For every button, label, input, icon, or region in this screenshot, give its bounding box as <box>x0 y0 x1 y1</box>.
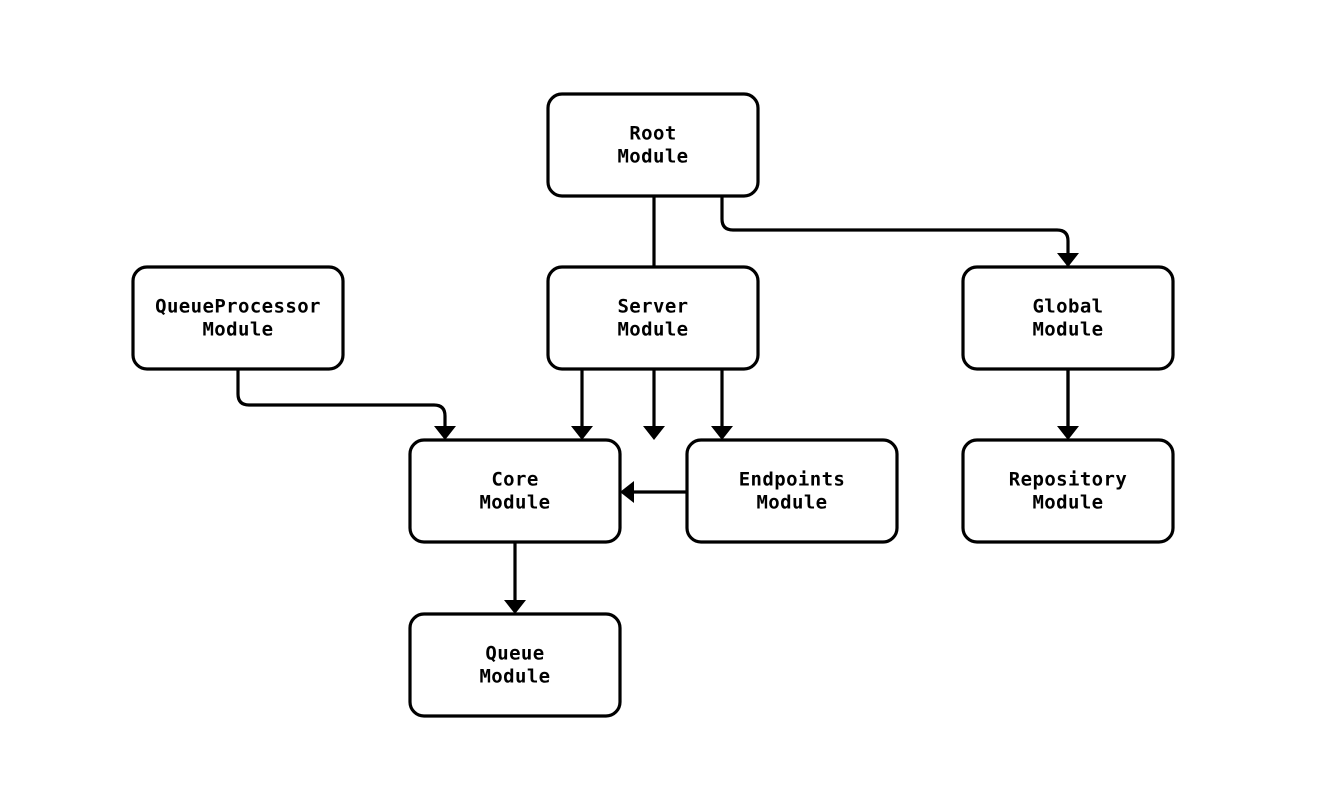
arrowhead-global-to-repository <box>1057 426 1079 440</box>
arrowhead-queueprocessor-to-core <box>434 426 456 440</box>
edge-root-to-global <box>720 196 1070 430</box>
repository-module-node-label-line2: Module <box>1032 492 1103 514</box>
arrowhead-root-to-server <box>643 426 665 440</box>
queue-module-node-label-line2: Module <box>479 666 550 688</box>
endpoints-module-node-label-line2: Module <box>756 492 827 514</box>
root-module-node-label-line1: Root <box>629 123 676 145</box>
arrowhead-server-to-core <box>571 426 593 440</box>
edges-layer <box>236 196 1070 604</box>
core-module-node-box <box>408 438 622 544</box>
core-module-node-label-line2: Module <box>479 492 550 514</box>
edge-queueprocessor-to-core <box>236 369 447 430</box>
arrowheads-layer <box>434 253 1079 614</box>
server-module-node-label-line2: Module <box>617 319 688 341</box>
global-module-node-box <box>961 265 1175 371</box>
queueprocessor-module-node-label-line1: QueueProcessor <box>155 296 321 318</box>
arrowhead-endpoints-to-core <box>620 481 634 503</box>
repository-module-node-label-line1: Repository <box>1009 469 1127 491</box>
root-module-node-box <box>546 92 760 198</box>
repository-module-node-box <box>961 438 1175 544</box>
server-module-node-box <box>546 265 760 371</box>
nodes-layer: RootModuleQueueProcessorModuleServerModu… <box>131 92 1175 718</box>
arrowhead-server-to-endpoints <box>711 426 733 440</box>
queueprocessor-module-node-label-line2: Module <box>202 319 273 341</box>
core-module-node-label-line1: Core <box>491 469 538 491</box>
arrowhead-core-to-queue <box>504 600 526 614</box>
queueprocessor-module-node-box <box>131 265 345 371</box>
global-module-node-label-line1: Global <box>1032 296 1103 318</box>
global-module-node-label-line2: Module <box>1032 319 1103 341</box>
server-module-node-label-line1: Server <box>617 296 688 318</box>
queue-module-node-box <box>408 612 622 718</box>
arrowhead-root-to-global <box>1057 253 1079 267</box>
endpoints-module-node-box <box>685 438 899 544</box>
queue-module-node-label-line1: Queue <box>485 643 544 665</box>
root-module-node-label-line2: Module <box>617 146 688 168</box>
endpoints-module-node-label-line1: Endpoints <box>739 469 846 491</box>
